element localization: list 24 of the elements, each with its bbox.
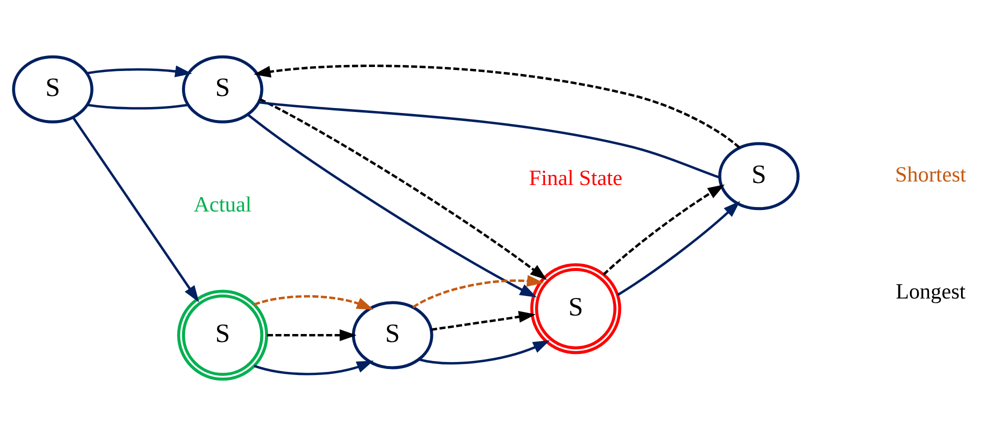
connector (87, 104, 188, 110)
arrow (247, 114, 537, 298)
arrow (72, 116, 200, 302)
arrow (418, 340, 550, 364)
arrow (412, 275, 544, 308)
connector (258, 101, 720, 179)
node-ellipse: S (12, 55, 94, 124)
arrow (260, 98, 547, 280)
node-ellipse: S (182, 55, 264, 124)
node-circle: S (177, 290, 268, 381)
legend-label: Longest (896, 279, 966, 304)
arrow (254, 295, 374, 310)
node-ellipse: S (718, 142, 800, 210)
arrow (602, 184, 725, 276)
node-label: Final State (529, 166, 622, 190)
legend-label: Shortest (895, 162, 966, 186)
arrow (254, 360, 374, 376)
arrow (431, 310, 536, 331)
arrow (254, 64, 740, 148)
arrow (617, 200, 740, 296)
node-label: Actual (194, 192, 252, 217)
arrow (267, 329, 357, 342)
arrow (86, 65, 192, 78)
node-ellipse: S (352, 301, 434, 370)
